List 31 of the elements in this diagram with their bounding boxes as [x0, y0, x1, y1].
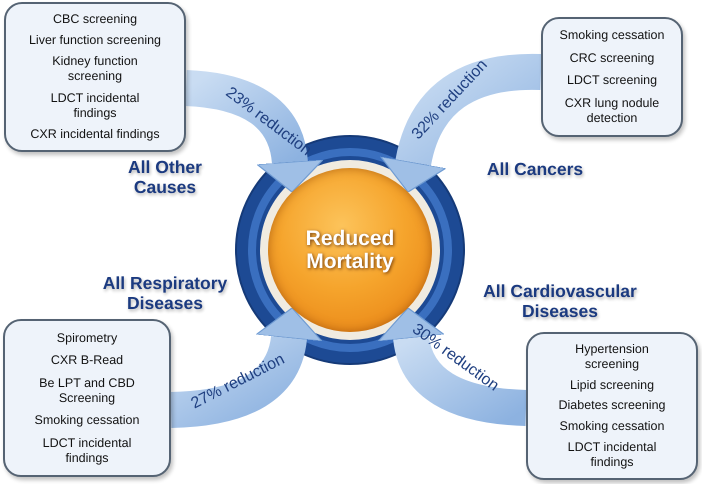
list-item: Spirometry	[56, 330, 118, 346]
list-item: LDCT incidental findings	[566, 440, 658, 470]
list-box	[541, 17, 683, 137]
list-box	[4, 2, 186, 152]
curved-arrow	[378, 308, 527, 426]
list-item: Hypertension screening	[574, 342, 650, 372]
list-item: Liver function screening	[28, 33, 162, 48]
list-item: LDCT incidental findings	[50, 90, 140, 121]
list-item: LDCT incidental findings	[42, 436, 132, 466]
curved-arrow	[170, 308, 322, 428]
list-item: CRC screening	[570, 50, 654, 66]
category-heading: All Respiratory Diseases	[102, 273, 228, 314]
list-item: CBC screening	[52, 12, 138, 28]
list-item: Be LPT and CBD Screening	[38, 376, 136, 406]
list-item: CXR B-Read	[50, 353, 124, 368]
list-item: Diabetes screening	[558, 398, 666, 414]
list-item: Smoking cessation	[34, 413, 140, 428]
list-item: Kidney function screening	[51, 54, 139, 84]
list-item: Smoking cessation	[560, 28, 664, 44]
category-heading: All Cardiovascular Diseases	[482, 281, 638, 322]
list-item: Lipid screening	[570, 378, 654, 393]
list-item: LDCT screening	[566, 73, 658, 88]
list-box	[526, 332, 698, 480]
category-heading: All Cancers	[486, 159, 584, 180]
curved-arrow	[184, 70, 324, 192]
list-box	[3, 319, 171, 477]
list-item: CXR incidental findings	[30, 126, 160, 142]
center-title: Reduced Mortality	[304, 226, 396, 274]
list-item: CXR lung nodule detection	[564, 96, 660, 126]
category-heading: All Other Causes	[127, 157, 203, 198]
list-item: Smoking cessation	[560, 419, 664, 434]
